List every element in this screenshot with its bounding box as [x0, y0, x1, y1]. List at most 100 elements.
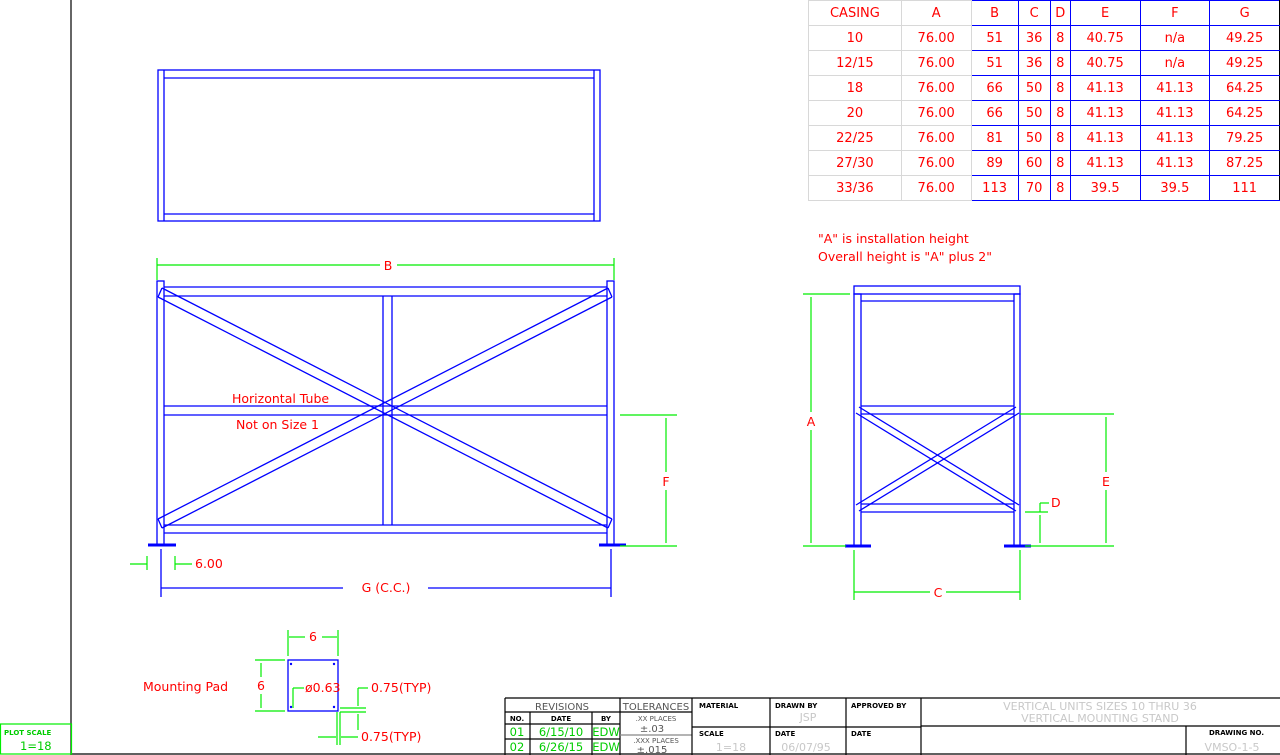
- table-cell-g: 49.25: [1209, 50, 1280, 76]
- table-cell-b: 89: [970, 150, 1019, 176]
- table-cell-f: n/a: [1139, 25, 1211, 51]
- table-cell-a: 76.00: [900, 25, 972, 51]
- table-cell-c: 36: [1017, 25, 1051, 51]
- table-cell-f: n/a: [1139, 50, 1211, 76]
- dim-a-label: A: [807, 414, 816, 429]
- table-cell-c: 60: [1017, 150, 1051, 176]
- table-cell-e: 39.5: [1069, 175, 1141, 201]
- dim-d-label: D: [1051, 495, 1061, 510]
- pad-width-label: 6: [309, 629, 317, 644]
- plot-scale-box: PLOT SCALE 1=18: [0, 723, 73, 755]
- dim-g-label: G (C.C.): [362, 580, 411, 595]
- drawing-title-line1: VERTICAL UNITS SIZES 10 THRU 36: [1003, 700, 1197, 713]
- table-cell-b: 113: [970, 175, 1019, 201]
- table-cell-f: 41.13: [1139, 75, 1211, 101]
- table-cell-f: 39.5: [1139, 175, 1211, 201]
- header-f: F: [1139, 0, 1211, 26]
- table-cell-c: 36: [1017, 50, 1051, 76]
- drawing-no-value: VMSO-1-5: [1205, 741, 1260, 754]
- table-cell-casing: 20: [808, 100, 902, 126]
- dim-c-label: C: [934, 585, 943, 600]
- table-cell-d: 8: [1049, 100, 1071, 126]
- table-cell-a: 76.00: [900, 150, 972, 176]
- tol-xx-value: ±.03: [640, 724, 664, 735]
- rev-2-by: EDW: [592, 740, 620, 754]
- table-cell-b: 66: [970, 75, 1019, 101]
- date-label: DATE: [775, 730, 795, 738]
- table-cell-casing: 10: [808, 25, 902, 51]
- table-cell-a: 76.00: [900, 125, 972, 151]
- rev-1-no: 01: [510, 725, 525, 739]
- dim-b-label: B: [384, 258, 393, 273]
- plot-scale-label: PLOT SCALE: [4, 729, 52, 737]
- dim-e-label: E: [1102, 474, 1110, 489]
- header-casing: CASING: [808, 0, 902, 26]
- pad-typ-label-2: 0.75(TYP): [361, 729, 421, 744]
- approved-by-label: APPROVED BY: [851, 702, 907, 710]
- dim-f-label: F: [662, 474, 669, 489]
- scale-value: 1=18: [716, 741, 746, 754]
- rev-header-date: DATE: [551, 715, 571, 723]
- material-label: MATERIAL: [699, 702, 739, 710]
- table-cell-f: 41.13: [1139, 125, 1211, 151]
- table-cell-casing: 22/25: [808, 125, 902, 151]
- front-view: B F 6.00 G (C.C.) Horizontal Tube Not on…: [130, 258, 677, 597]
- table-cell-a: 76.00: [900, 50, 972, 76]
- tol-xxx-label: .XXX PLACES: [633, 737, 679, 745]
- table-cell-casing: 18: [808, 75, 902, 101]
- table-cell-casing: 33/36: [808, 175, 902, 201]
- table-cell-f: 41.13: [1139, 150, 1211, 176]
- table-cell-e: 40.75: [1069, 50, 1141, 76]
- table-cell-b: 66: [970, 100, 1019, 126]
- table-cell-b: 51: [970, 25, 1019, 51]
- table-cell-g: 79.25: [1209, 125, 1280, 151]
- table-cell-casing: 27/30: [808, 150, 902, 176]
- tol-xxx-value: ±.015: [637, 745, 668, 755]
- table-cell-d: 8: [1049, 75, 1071, 101]
- table-cell-b: 51: [970, 50, 1019, 76]
- table-header-row: CASING A B C D E F G: [808, 0, 1280, 26]
- header-a: A: [900, 0, 972, 26]
- header-c: C: [1017, 0, 1051, 26]
- table-cell-d: 8: [1049, 25, 1071, 51]
- table-cell-b: 81: [970, 125, 1019, 151]
- table-cell-g: 87.25: [1209, 150, 1280, 176]
- drawn-by-value: JSP: [799, 711, 817, 724]
- plot-scale-value: 1=18: [20, 739, 52, 753]
- title-block: REVISIONS NO. DATE BY 01 6/15/10 EDW 02 …: [504, 697, 1280, 755]
- drawing-title-line2: VERTICAL MOUNTING STAND: [1021, 712, 1179, 725]
- table-cell-a: 76.00: [900, 100, 972, 126]
- table-cell-c: 70: [1017, 175, 1051, 201]
- mounting-pad-detail: 6 6 ø0.63 0.75(TYP) 0.75(TYP) Mounting P…: [143, 629, 431, 745]
- approved-date-label: DATE: [851, 730, 871, 738]
- table-cell-e: 41.13: [1069, 75, 1141, 101]
- table-cell-c: 50: [1017, 125, 1051, 151]
- note-not-on-size: Not on Size 1: [236, 417, 319, 432]
- header-e: E: [1069, 0, 1141, 26]
- tolerances-title: TOLERANCES: [622, 702, 689, 713]
- drawing-no-label: DRAWING NO.: [1209, 729, 1264, 737]
- table-cell-a: 76.00: [900, 75, 972, 101]
- table-cell-a: 76.00: [900, 175, 972, 201]
- note-mounting-pad: Mounting Pad: [143, 679, 228, 694]
- table-cell-d: 8: [1049, 50, 1071, 76]
- rev-header-no: NO.: [510, 715, 524, 723]
- table-cell-casing: 12/15: [808, 50, 902, 76]
- header-g: G: [1209, 0, 1280, 26]
- header-d: D: [1049, 0, 1071, 26]
- pad-height-label: 6: [257, 678, 265, 693]
- rev-2-date: 6/26/15: [539, 740, 583, 754]
- rev-header-by: BY: [601, 715, 612, 723]
- table-cell-e: 41.13: [1069, 125, 1141, 151]
- top-view: [157, 69, 601, 222]
- table-cell-g: 64.25: [1209, 100, 1280, 126]
- rev-2-no: 02: [510, 740, 525, 754]
- table-cell-d: 8: [1049, 125, 1071, 151]
- table-cell-f: 41.13: [1139, 100, 1211, 126]
